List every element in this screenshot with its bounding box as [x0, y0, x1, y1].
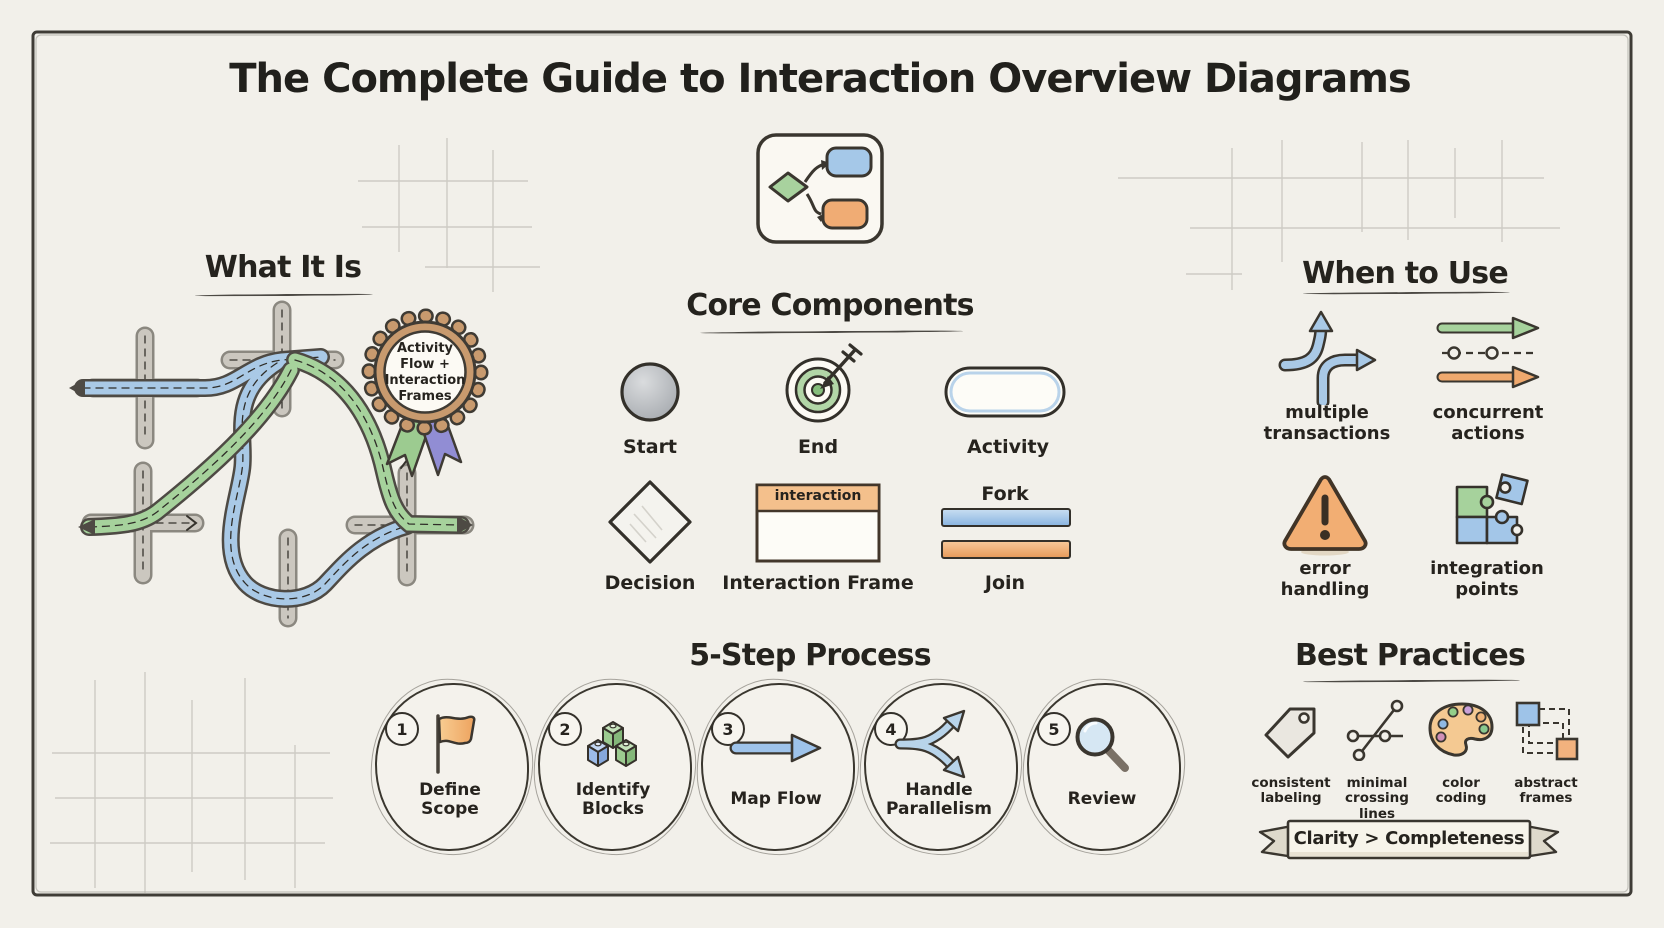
- fork-label: Fork: [981, 483, 1029, 505]
- decision-label: Decision: [604, 572, 696, 594]
- decision-diamond-icon: [604, 476, 696, 572]
- fork-arrows-icon: [894, 709, 984, 783]
- step-number-1: 1: [385, 712, 419, 746]
- join-bar-icon: [941, 540, 1071, 559]
- integration-points-label: integration points: [1430, 558, 1544, 600]
- clarity-banner-label: Clarity > Completeness: [1293, 828, 1525, 849]
- step-label-handle-parallelism: Handle Parallelism: [885, 780, 993, 820]
- building-blocks-icon: [580, 712, 646, 778]
- join-label: Join: [984, 572, 1026, 594]
- step-label-define-scope: Define Scope: [419, 780, 481, 820]
- parallel-arrows-icon: [1436, 315, 1540, 394]
- when-to-use-heading: When to Use: [1302, 256, 1509, 291]
- activity-label: Activity: [967, 436, 1049, 458]
- start-node-icon: [618, 360, 682, 428]
- interaction-frame-tab-label: interaction: [774, 488, 862, 504]
- flag-icon: [424, 710, 484, 780]
- bp-label-color-coding: color coding: [1435, 775, 1487, 807]
- right-arrow-icon: [728, 730, 824, 770]
- warning-triangle-icon: [1279, 470, 1371, 560]
- step-label-identify-blocks: Identify Blocks: [575, 780, 651, 820]
- step-circle-3: [701, 683, 855, 851]
- puzzle-pieces-icon: [1447, 467, 1533, 557]
- end-label: End: [797, 436, 839, 458]
- step-number-5: 5: [1037, 712, 1071, 746]
- road-interchange-illustration: [69, 300, 475, 628]
- start-label: Start: [622, 436, 678, 458]
- what-it-is-heading: What It Is: [204, 250, 362, 285]
- bp-label-abstract-frames: abstract frames: [1514, 775, 1578, 807]
- step-circle-2: [538, 683, 692, 851]
- pencil-grid-top-right: [1118, 140, 1560, 290]
- page-title: The Complete Guide to Interaction Overvi…: [229, 56, 1411, 102]
- palette-icon: [1426, 700, 1496, 764]
- interaction-frame-label: Interaction Frame: [722, 572, 914, 594]
- concurrent-actions-label: concurrent actions: [1432, 402, 1544, 444]
- step-number-2: 2: [548, 712, 582, 746]
- crossing-lines-icon: [1345, 699, 1409, 765]
- bp-label-consistent-labeling: consistent labeling: [1251, 775, 1331, 807]
- tag-icon: [1260, 699, 1322, 765]
- multiple-transactions-label: multiple transactions: [1263, 402, 1391, 444]
- core-components-heading: Core Components: [686, 288, 974, 323]
- rosette-badge-icon: [355, 302, 495, 486]
- badge-label: Activity Flow + Interaction Frames: [384, 341, 466, 404]
- flowchart-logo-icon: [755, 132, 885, 249]
- step-label-review: Review: [1067, 789, 1137, 809]
- pencil-grid-bottom-left: [50, 672, 333, 893]
- process-heading: 5-Step Process: [689, 638, 931, 673]
- best-practices-heading: Best Practices: [1294, 638, 1526, 673]
- step-circle-1: [375, 683, 529, 851]
- activity-node-icon: [942, 362, 1068, 426]
- pencil-grid-top-left: [358, 138, 540, 292]
- step-circle-5: [1027, 683, 1181, 851]
- step-number-4: 4: [874, 712, 908, 746]
- fork-bar-icon: [941, 508, 1071, 527]
- step-label-map-flow: Map Flow: [730, 789, 822, 809]
- bp-label-minimal-crossing-lines: minimal crossing lines: [1345, 775, 1409, 822]
- abstract-frames-icon: [1513, 699, 1579, 765]
- end-target-icon: [778, 342, 868, 436]
- clarity-banner-ribbon: [1256, 816, 1562, 870]
- error-handling-label: error handling: [1280, 558, 1370, 600]
- interaction-frame-icon: [753, 479, 883, 571]
- step-circle-4: [864, 683, 1018, 851]
- branching-arrows-icon: [1277, 310, 1377, 409]
- step-number-3: 3: [711, 712, 745, 746]
- magnifier-icon: [1068, 712, 1132, 780]
